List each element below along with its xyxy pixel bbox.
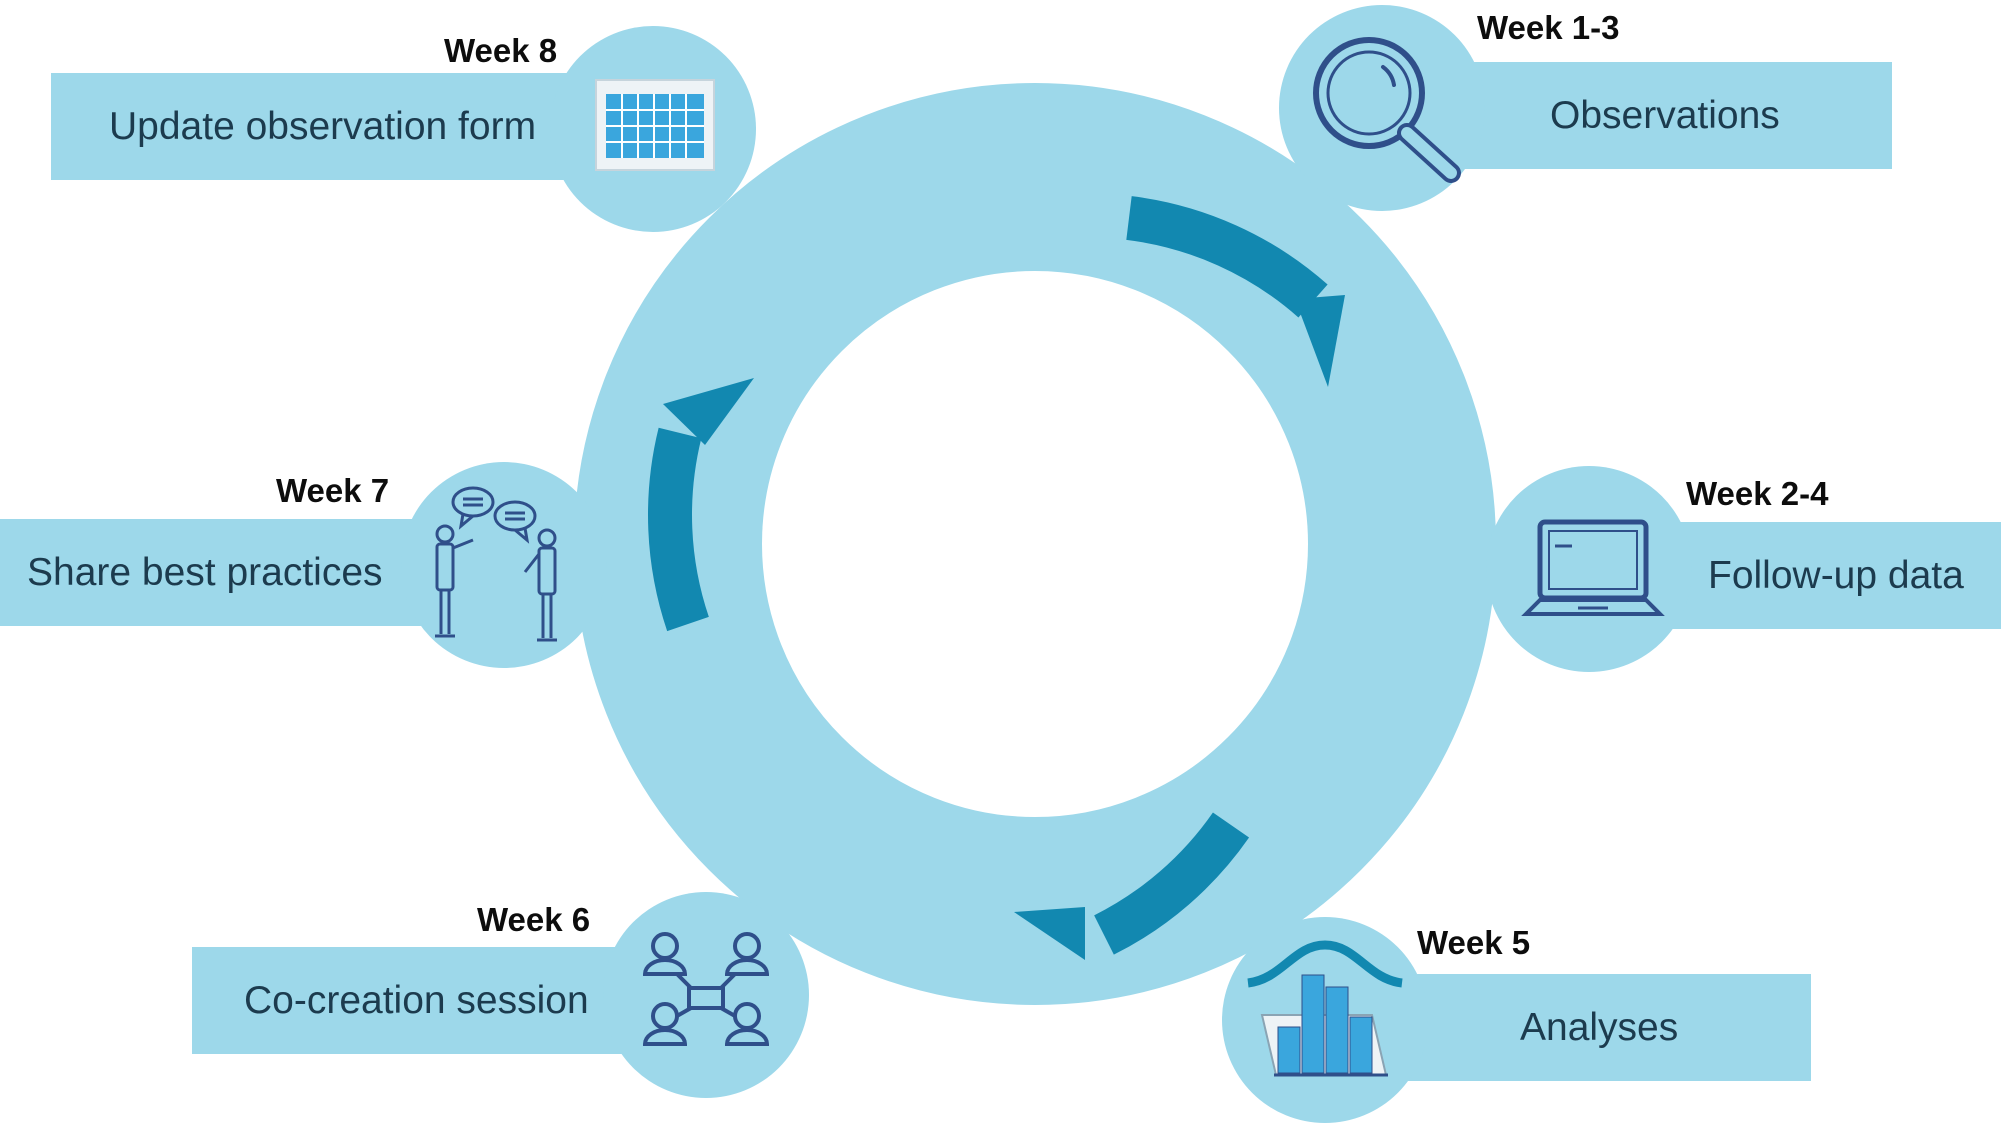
cycle-arrow-top-right [1126,196,1345,387]
cycle-arrow-left [648,378,754,632]
group-network-icon [642,932,770,1046]
week-label-share: Week 7 [276,472,390,509]
week-label-observations: Week 1-3 [1477,9,1620,46]
step-label-followup: Follow-up data [1708,554,1964,597]
week-label-update: Week 8 [444,32,558,69]
bar-chart-icon [1247,940,1403,1077]
step-label-observations: Observations [1550,94,1780,137]
step-label-cocreation: Co-creation session [244,979,589,1022]
step-label-share: Share best practices [27,551,383,594]
week-label-cocreation: Week 6 [477,901,591,938]
step-badge-cocreation [603,892,809,1098]
step-label-analyses: Analyses [1520,1006,1679,1049]
cycle-arrow-bottom-right [1014,812,1250,960]
step-badge-analyses [1222,917,1428,1123]
step-bar-update: Update observation form [51,73,591,180]
step-badge-observations [1279,5,1485,211]
step-badge-followup [1486,466,1692,672]
step-badge-update [550,26,756,232]
step-badge-share [401,462,607,668]
table-form-icon [595,79,715,171]
week-label-analyses: Week 5 [1417,924,1531,961]
step-label-update: Update observation form [109,105,537,148]
magnifier-icon [1313,37,1461,183]
people-talking-icon [435,486,557,642]
week-label-followup: Week 2-4 [1686,475,1829,512]
step-bar-cocreation: Co-creation session [192,947,683,1054]
laptop-icon [1521,519,1665,616]
